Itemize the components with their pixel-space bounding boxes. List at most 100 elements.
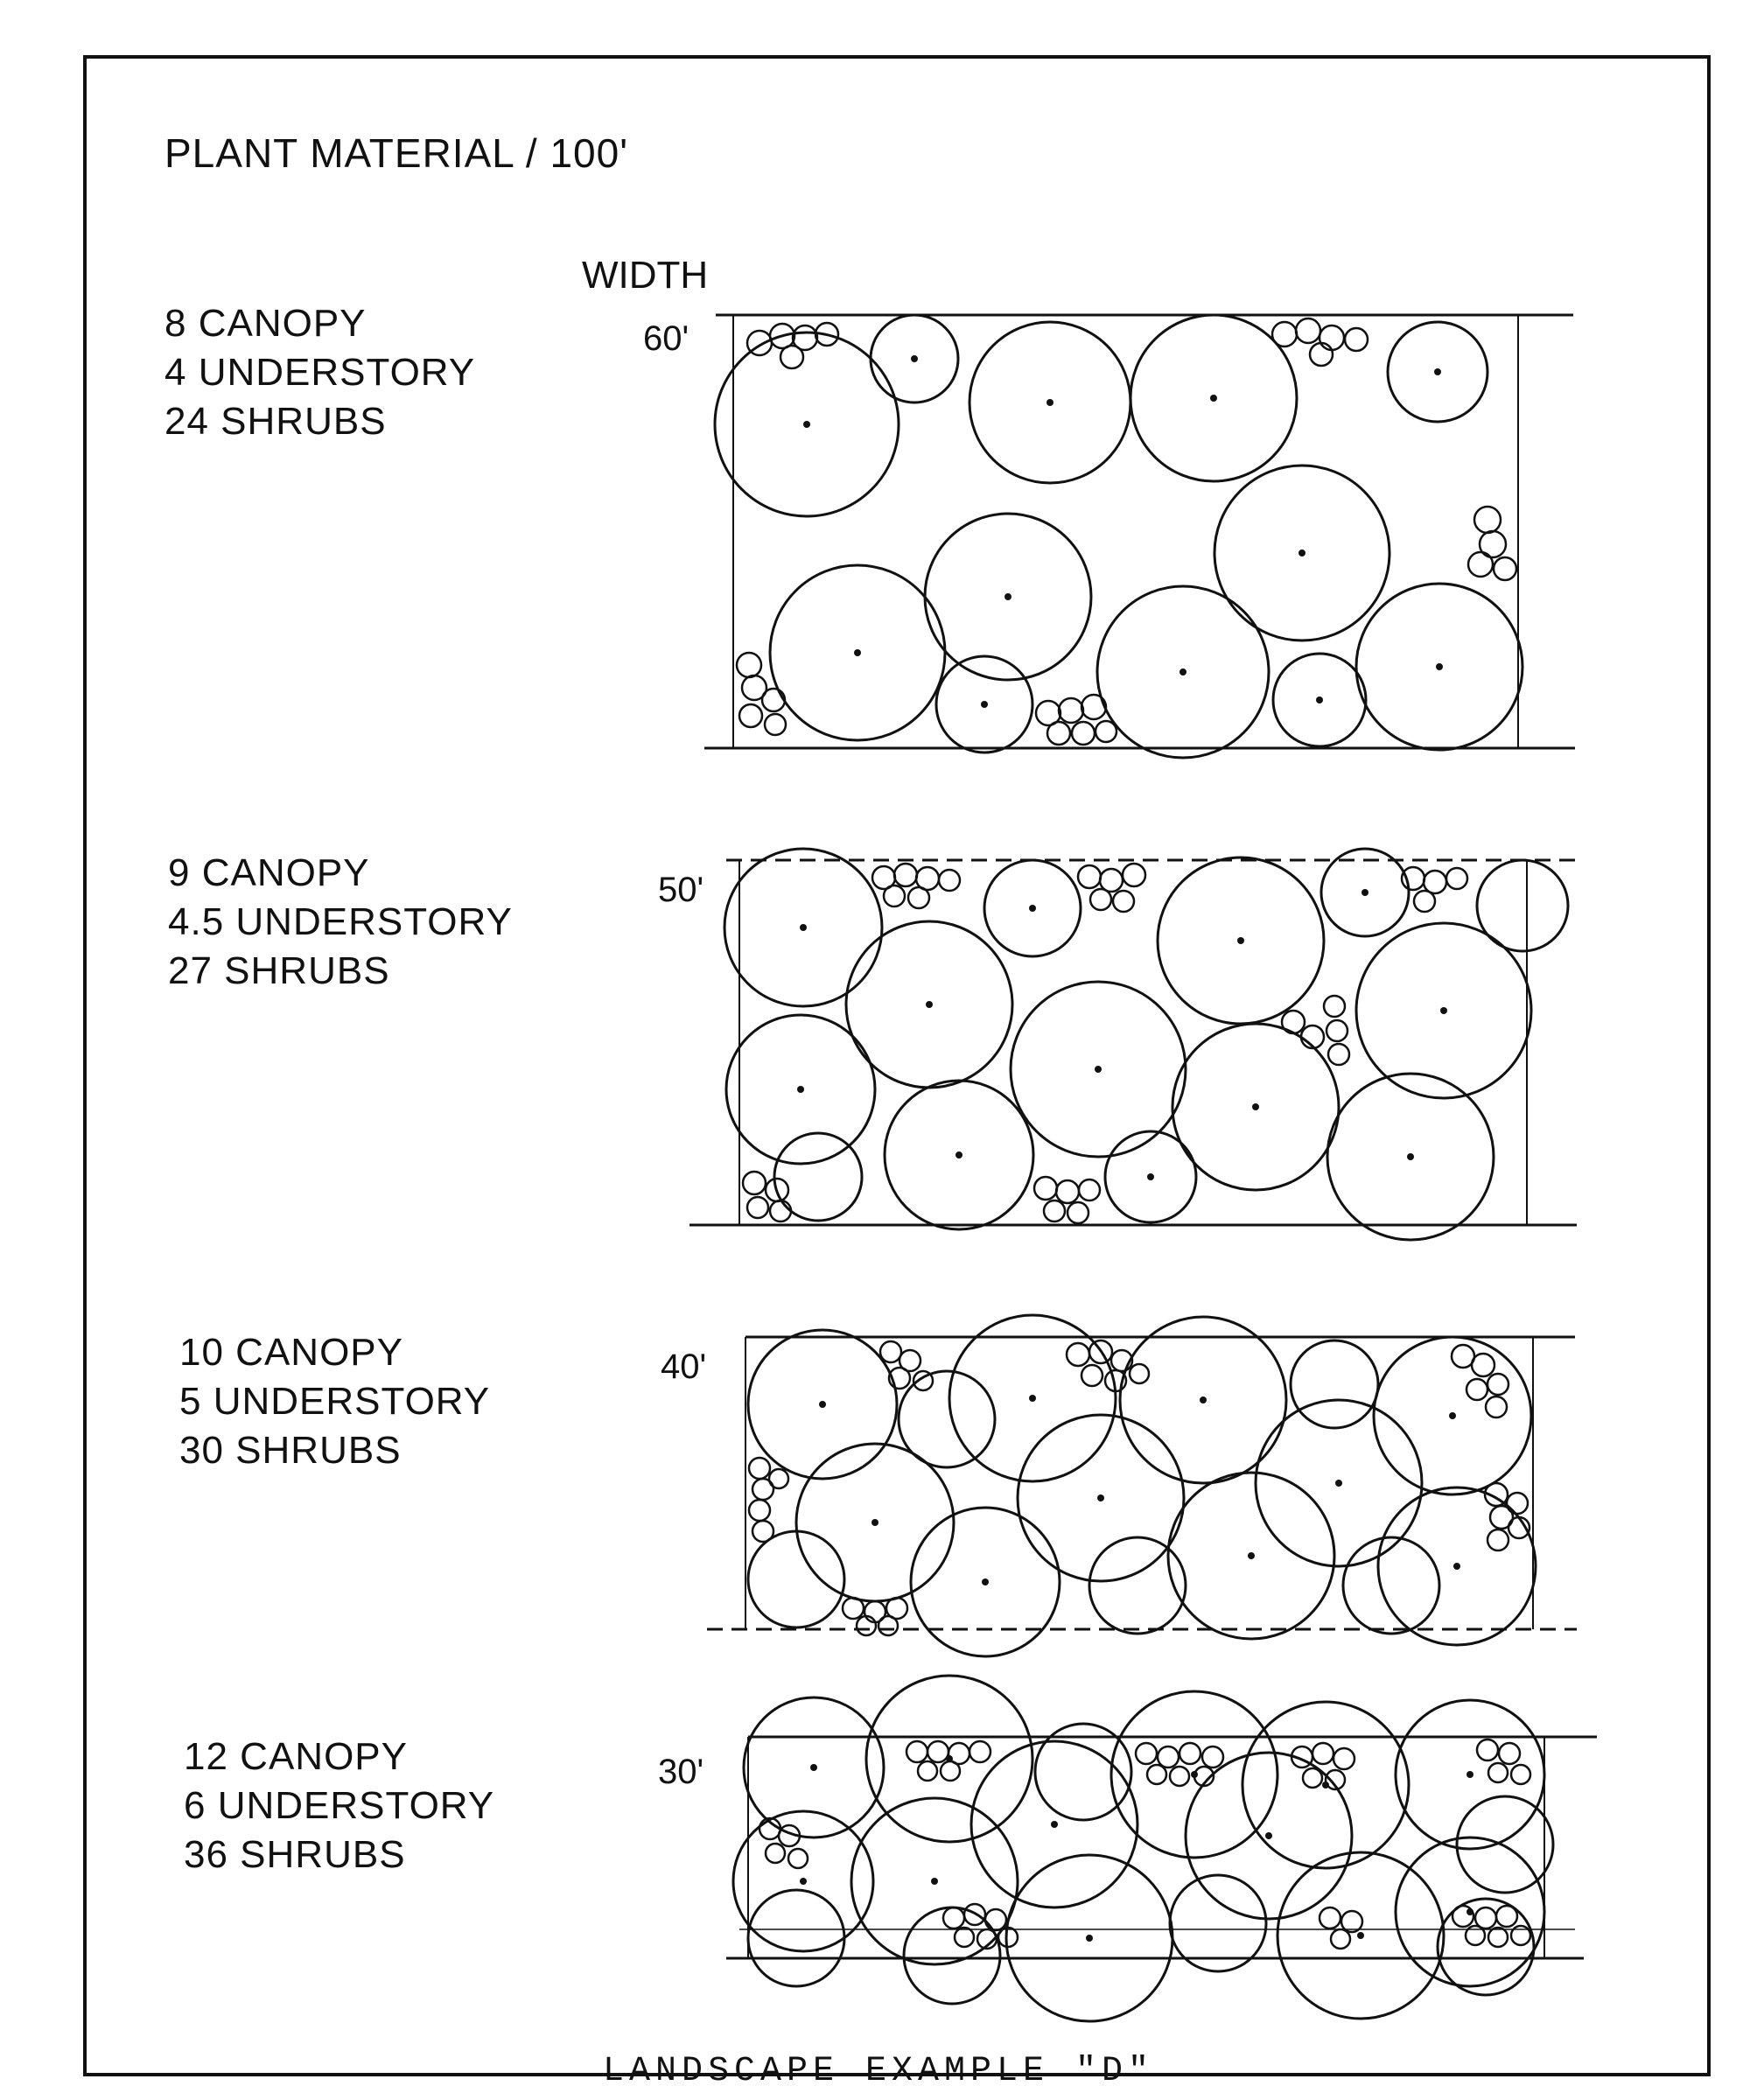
understory-tree-symbol (1271, 652, 1368, 748)
canopy-tree-symbol (948, 1313, 1117, 1483)
row-4-width: 30' (658, 1753, 704, 1791)
shrub-cluster (1318, 1906, 1364, 1950)
canopy-tree-symbol (713, 331, 900, 518)
canopy-tree-symbol (1376, 1486, 1537, 1647)
canopy-tree-symbol (1009, 980, 1187, 1158)
understory-tree-symbol (746, 1530, 846, 1629)
canopy-tree-symbol (724, 1013, 877, 1166)
shrub-cluster (1280, 994, 1351, 1067)
understory-tree-symbol (1289, 1339, 1380, 1430)
shrub-count: 27 SHRUBS (168, 949, 390, 992)
canopy-tree-symbol (1241, 1700, 1410, 1870)
shrub-cluster (878, 1340, 934, 1392)
understory-tree-symbol (934, 654, 1034, 754)
understory-tree-symbol (1436, 1897, 1536, 1997)
canopy-count: 12 CANOPY (184, 1735, 408, 1778)
shrub-cluster (758, 1816, 809, 1870)
canopy-tree-symbol (768, 564, 947, 742)
row-4-label: 12 CANOPY 6 UNDERSTORY 36 SHRUBS (184, 1732, 494, 1880)
canopy-count: 9 CANOPY (168, 851, 370, 894)
understory-tree-symbol (1088, 1536, 1187, 1635)
understory-tree-symbol (773, 1131, 864, 1222)
shrub-cluster (1065, 1339, 1151, 1393)
canopy-tree-symbol (1118, 1315, 1288, 1485)
tree-center-markers (797, 355, 1474, 1942)
canopy-tree-symbol (1254, 1398, 1424, 1568)
canopy-count: 8 CANOPY (164, 302, 367, 345)
understory-tree-symbol (1475, 858, 1570, 953)
canopy-tree-symbol (970, 1740, 1139, 1909)
canopy-tree-symbol (1394, 1836, 1546, 1988)
canopy-tree-symbol (1184, 1751, 1354, 1921)
shrub-cluster (746, 321, 840, 370)
shrub-cluster (1034, 693, 1118, 746)
understory-count: 4 UNDERSTORY (164, 351, 476, 394)
understory-tree-symbol (1386, 320, 1489, 424)
shrub-cluster (1032, 1175, 1102, 1225)
canopy-tree-symbol (1372, 1335, 1533, 1496)
row-2-label: 9 CANOPY 4.5 UNDERSTORY 27 SHRUBS (168, 849, 513, 996)
understory-count: 6 UNDERSTORY (184, 1784, 495, 1827)
canopy-count: 10 CANOPY (179, 1331, 403, 1374)
canopy-tree-symbol (1110, 1690, 1279, 1859)
understory-tree-symbol (869, 313, 960, 404)
row-2-width: 50' (658, 871, 704, 909)
shrub-cluster (1475, 1738, 1532, 1786)
shrub-cluster (741, 1170, 793, 1223)
row-1-buffer (704, 313, 1575, 760)
shrub-cluster (1290, 1741, 1356, 1791)
shrub-cluster (1451, 1904, 1532, 1949)
row-1-label: 8 CANOPY 4 UNDERSTORY 24 SHRUBS (164, 299, 475, 446)
shrub-cluster (871, 862, 962, 910)
canopy-tree-symbol (1326, 1072, 1495, 1242)
row-3-buffer (707, 1313, 1577, 1658)
canopy-tree-symbol (1394, 1698, 1546, 1851)
canopy-tree-symbol (1156, 856, 1326, 1026)
row-3-label: 10 CANOPY 5 UNDERSTORY 30 SHRUBS (179, 1328, 490, 1475)
canopy-tree-symbol (850, 1796, 1019, 1966)
canopy-tree-symbol (864, 1674, 1034, 1844)
canopy-tree-symbol (732, 1810, 875, 1953)
canopy-tree-symbol (723, 847, 884, 1008)
shrub-count: 36 SHRUBS (184, 1833, 406, 1876)
canopy-tree-symbol (1354, 582, 1524, 752)
canopy-tree-symbol (1276, 1851, 1446, 2020)
row-4-buffer (726, 1674, 1597, 2023)
shrub-cluster (905, 1740, 992, 1782)
canopy-tree-symbol (1096, 584, 1270, 760)
understory-tree-symbol (746, 1888, 846, 1988)
understory-count: 5 UNDERSTORY (179, 1380, 491, 1423)
shrub-cluster (1400, 865, 1469, 914)
width-heading: WIDTH (582, 254, 709, 297)
shrub-cluster (841, 1596, 909, 1637)
row-1-width: 60' (643, 319, 690, 358)
figure-caption: LANDSCAPE EXAMPLE "D" (602, 2052, 1155, 2091)
understory-count: 4.5 UNDERSTORY (168, 900, 513, 943)
shrub-cluster (942, 1902, 1019, 1950)
row-2-buffer (690, 847, 1577, 1242)
understory-tree-symbol (1103, 1130, 1198, 1224)
canopy-tree-symbol (742, 1696, 886, 1839)
canopy-tree-symbol (1213, 464, 1391, 642)
shrub-count: 30 SHRUBS (179, 1429, 402, 1472)
understory-tree-symbol (1033, 1722, 1133, 1822)
drawing-frame (83, 55, 1711, 2076)
canopy-tree-symbol (1354, 921, 1533, 1100)
shrub-cluster (1076, 862, 1147, 914)
shrub-cluster (1466, 505, 1518, 582)
shrub-count: 24 SHRUBS (164, 400, 387, 443)
canopy-tree-symbol (1129, 313, 1298, 483)
shrub-cluster (735, 651, 788, 737)
diagram-title: PLANT MATERIAL / 100' (164, 130, 629, 176)
shrub-cluster (747, 1456, 790, 1544)
canopy-tree-symbol (746, 1328, 899, 1480)
canopy-tree-symbol (909, 1506, 1061, 1658)
shrub-cluster (1270, 317, 1369, 368)
row-3-width: 40' (661, 1348, 707, 1386)
understory-tree-symbol (983, 858, 1082, 958)
shrub-cluster (1450, 1343, 1510, 1419)
canopy-tree-symbol (1016, 1413, 1186, 1583)
understory-tree-symbol (1341, 1536, 1441, 1635)
understory-tree-symbol (1455, 1795, 1555, 1894)
understory-tree-symbol (1320, 847, 1410, 938)
